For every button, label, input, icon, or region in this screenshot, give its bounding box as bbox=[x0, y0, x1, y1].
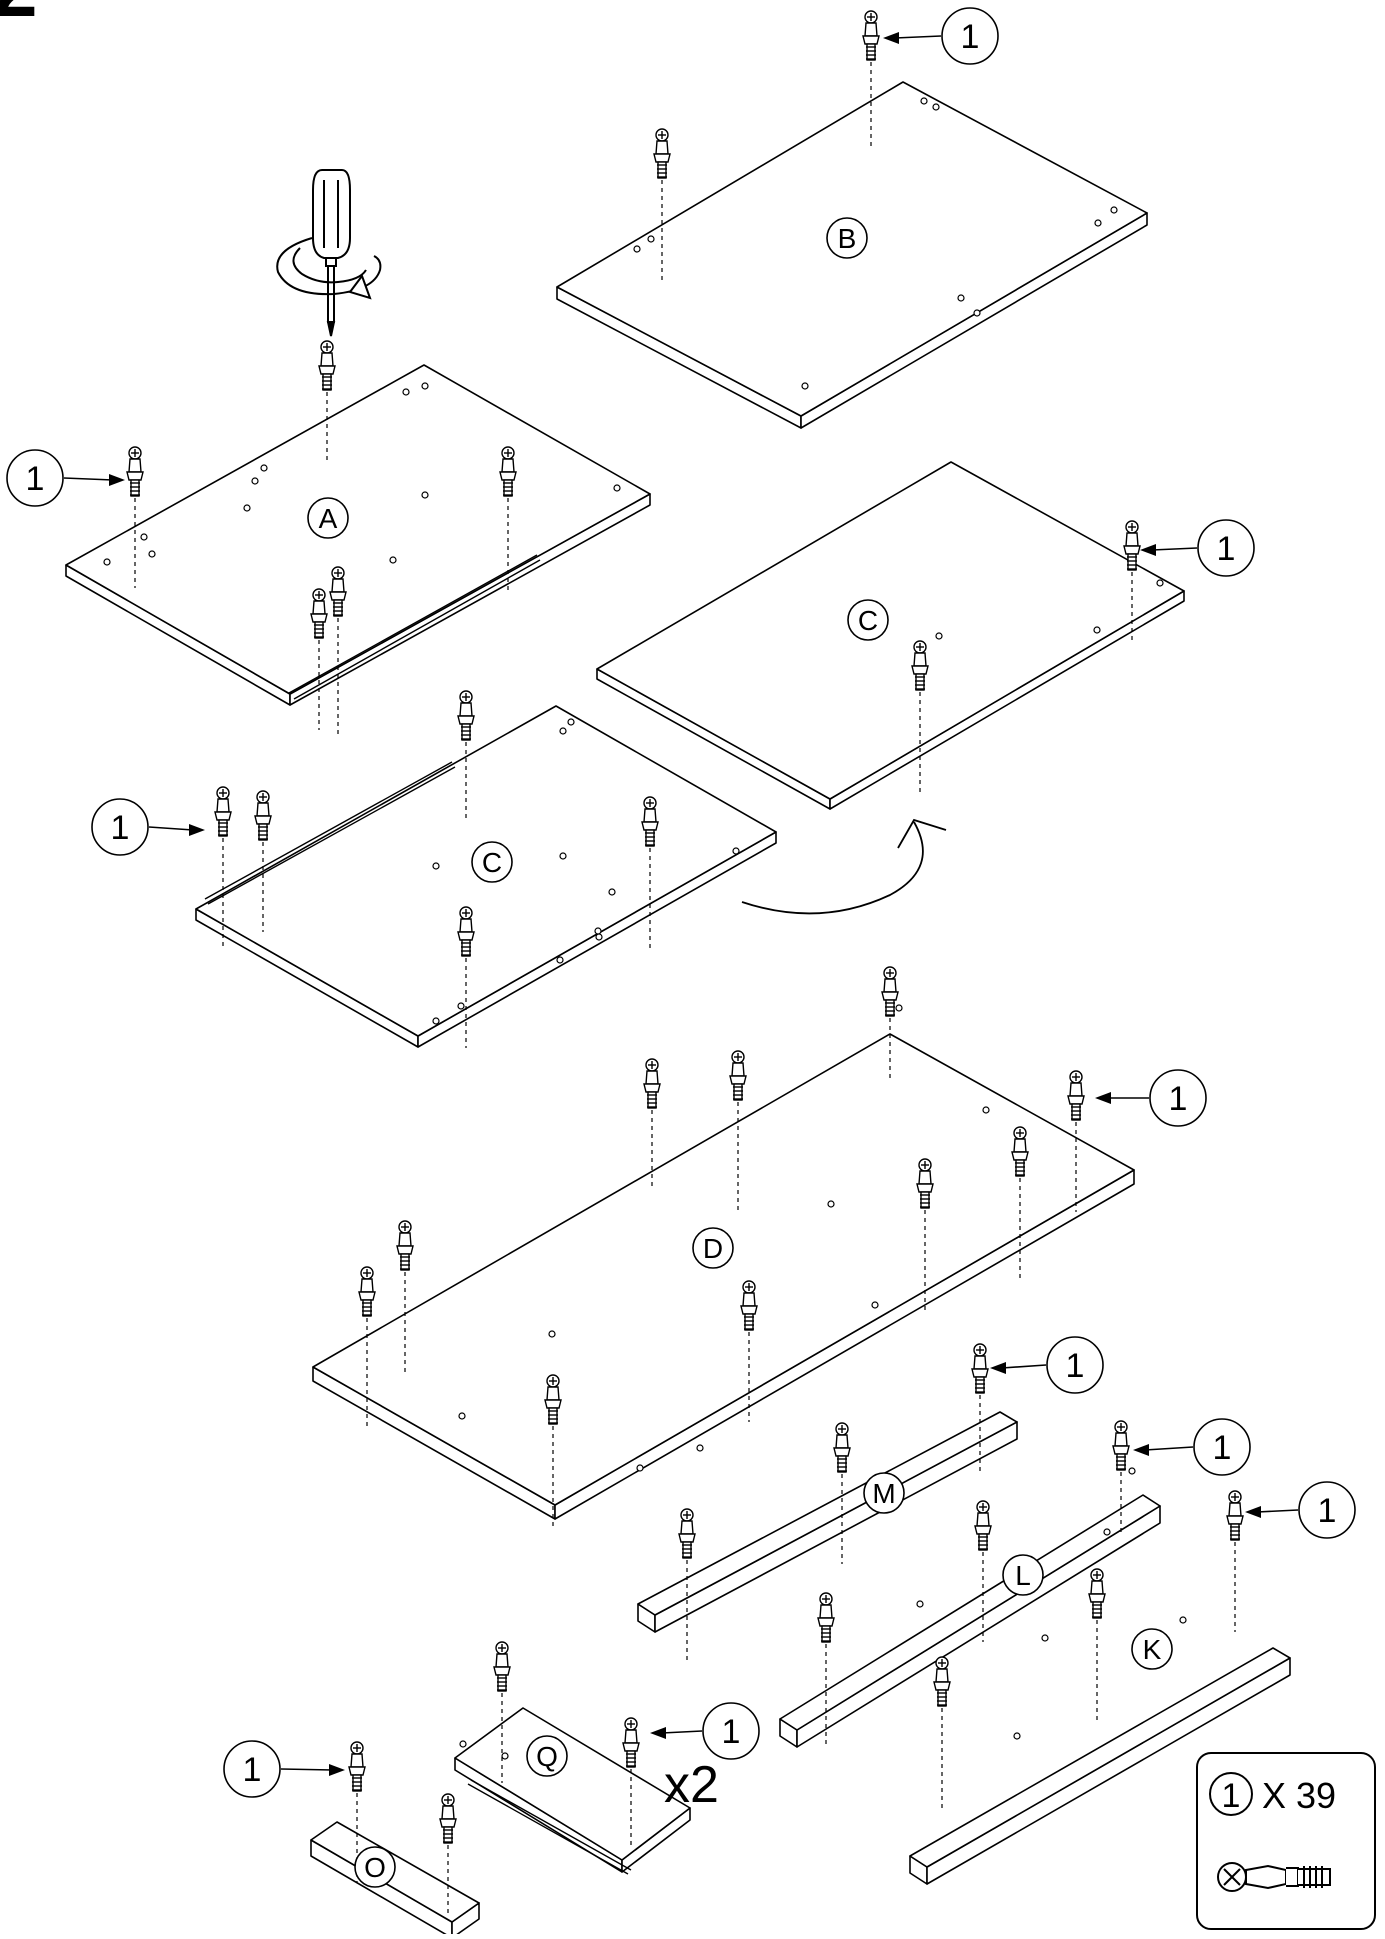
cam-dowel-screw bbox=[457, 906, 475, 1048]
callout-part-1: 1 bbox=[990, 1336, 1104, 1394]
cam-dowel-screw bbox=[1067, 1070, 1085, 1212]
cam-dowel-screw bbox=[971, 1343, 989, 1475]
panel-d bbox=[312, 1033, 1135, 1520]
flip-arrow-icon bbox=[741, 818, 947, 915]
cam-dowel-screw bbox=[544, 1374, 562, 1526]
cam-dowel-screw bbox=[643, 1058, 661, 1190]
cam-dowel-screw bbox=[641, 796, 659, 948]
callout-label: 1 bbox=[26, 460, 45, 498]
callout-label: 1 bbox=[243, 1751, 262, 1789]
panel-label-c2: C bbox=[847, 599, 889, 641]
cam-dowel-screw bbox=[881, 966, 899, 1078]
cam-dowel-screw bbox=[817, 1592, 835, 1744]
step-number: 2 bbox=[0, 0, 38, 34]
screwdriver-icon bbox=[312, 169, 351, 337]
panel-grooves bbox=[204, 554, 632, 1875]
parts-box-quantity: X 39 bbox=[1262, 1775, 1336, 1816]
cam-dowel-screw bbox=[622, 1717, 640, 1849]
cam-dowel-screw bbox=[678, 1508, 696, 1660]
panel-label-m: M bbox=[863, 1472, 905, 1514]
panel-label-k: K bbox=[1131, 1628, 1173, 1670]
cam-dowel-screw bbox=[439, 1793, 457, 1915]
cam-dowel-screw bbox=[933, 1656, 951, 1808]
cam-dowel-screw bbox=[254, 790, 272, 932]
callout-label: 1 bbox=[1318, 1492, 1337, 1530]
cam-dowel-screw bbox=[1011, 1126, 1029, 1278]
cam-dowel-screw bbox=[653, 128, 671, 280]
cam-dowel-screw bbox=[862, 10, 880, 150]
cam-dowel-screw bbox=[396, 1220, 414, 1372]
callout-part-1: 1 bbox=[1140, 519, 1255, 577]
panel-label-text: O bbox=[364, 1852, 386, 1883]
panel-label-text: D bbox=[703, 1233, 723, 1264]
cam-dowel-screw bbox=[329, 566, 347, 738]
panel-label-text: Q bbox=[536, 1741, 558, 1772]
quantity-note: x2 bbox=[664, 1756, 719, 1814]
cam-dowel-screw bbox=[126, 446, 144, 588]
panel-k bbox=[909, 1647, 1291, 1885]
cam-dowel-screw bbox=[1226, 1490, 1244, 1632]
drill-holes bbox=[103, 97, 1187, 1760]
cam-dowel-screw bbox=[493, 1641, 511, 1783]
cam-dowel-screw bbox=[911, 640, 929, 792]
rotate-arrow-icon bbox=[276, 237, 382, 300]
cam-dowel-screw bbox=[974, 1500, 992, 1642]
callout-label: 1 bbox=[1217, 530, 1236, 568]
panel-m bbox=[637, 1411, 1018, 1633]
cam-dowel-screw bbox=[1112, 1420, 1130, 1532]
callout-label: 1 bbox=[111, 809, 130, 847]
panel-q bbox=[454, 1707, 691, 1873]
callout-label: 1 bbox=[1169, 1080, 1188, 1118]
callout-label: 1 bbox=[1213, 1429, 1232, 1467]
cam-dowel-screw bbox=[499, 446, 517, 590]
cam-dowel-icon bbox=[1217, 1862, 1331, 1892]
cam-dowel-screw bbox=[214, 786, 232, 948]
callout-part-1: 1 bbox=[1133, 1418, 1251, 1476]
cam-dowel-screw bbox=[1088, 1568, 1106, 1720]
parts-box-label: 1 bbox=[1222, 1777, 1241, 1815]
panel-label-text: M bbox=[872, 1478, 895, 1509]
callout-part-1: 1 bbox=[650, 1702, 760, 1760]
cam-dowel-screw bbox=[833, 1422, 851, 1564]
callout-part-1: 1 bbox=[883, 7, 999, 65]
callout-part-1: 1 bbox=[91, 798, 205, 856]
panel-label-text: A bbox=[319, 503, 338, 534]
panel-label-l: L bbox=[1002, 1554, 1044, 1596]
panel-label-d: D bbox=[692, 1227, 734, 1269]
callout-part-1: 1 bbox=[1095, 1069, 1207, 1127]
cam-dowel-screw bbox=[310, 588, 328, 730]
panel-label-a: A bbox=[307, 497, 349, 539]
callout-part-1: 1 bbox=[223, 1740, 345, 1798]
cam-dowel-screw bbox=[457, 690, 475, 822]
callout-part-1: 1 bbox=[1245, 1481, 1356, 1539]
cam-dowel-screw bbox=[1123, 520, 1141, 642]
cam-dowel-screw bbox=[729, 1050, 747, 1212]
callout-label: 1 bbox=[961, 18, 980, 56]
callout-part-1: 1 bbox=[6, 449, 125, 507]
cam-dowel-screw bbox=[318, 340, 336, 462]
panel-label-text: B bbox=[838, 223, 857, 254]
parts-box: 1 X 39 bbox=[1196, 1752, 1376, 1930]
cam-dowel-screw bbox=[740, 1280, 758, 1422]
panel-label-c1: C bbox=[471, 841, 513, 883]
panel-label-q: Q bbox=[526, 1735, 568, 1777]
callout-label: 1 bbox=[1066, 1347, 1085, 1385]
cam-dowel-screw bbox=[916, 1158, 934, 1310]
panel-label-text: C bbox=[858, 605, 878, 636]
callout-label: 1 bbox=[722, 1713, 741, 1751]
panel-label-o: O bbox=[354, 1846, 396, 1888]
panel-label-text: L bbox=[1015, 1560, 1031, 1591]
cam-dowel-screw bbox=[358, 1266, 376, 1428]
panel-label-text: K bbox=[1143, 1634, 1162, 1665]
panel-label-text: C bbox=[482, 847, 502, 878]
panel-label-b: B bbox=[826, 217, 868, 259]
panel-c2 bbox=[596, 461, 1185, 810]
panel-o bbox=[310, 1821, 480, 1939]
